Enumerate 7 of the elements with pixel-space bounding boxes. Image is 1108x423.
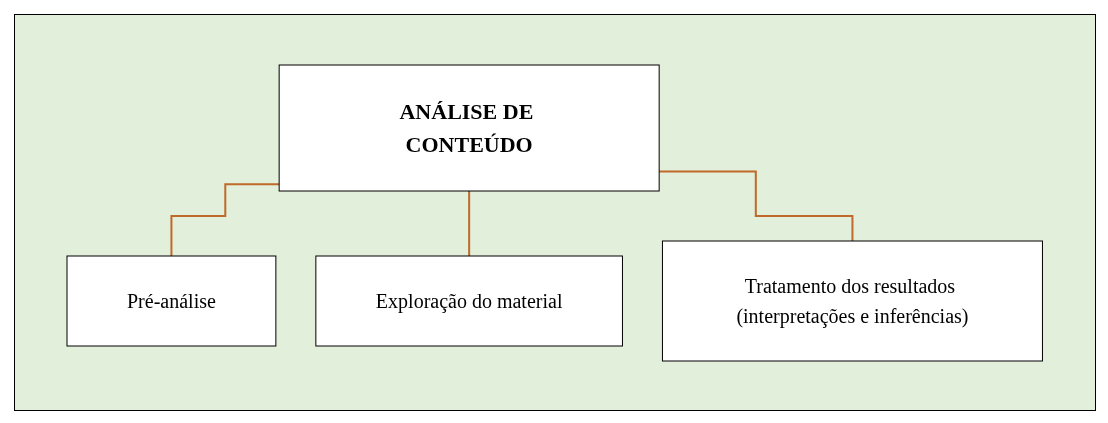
node-box: Pré-análise: [66, 255, 277, 346]
connector: [468, 189, 471, 257]
connector: [170, 182, 281, 257]
node-box: Tratamento dos resultados (interpretações e inferências): [662, 240, 1044, 361]
node-box: ANÁLISE DE CONTEÚDO: [278, 64, 660, 191]
node-box: Exploração do material: [315, 255, 624, 346]
connector: [658, 170, 854, 242]
